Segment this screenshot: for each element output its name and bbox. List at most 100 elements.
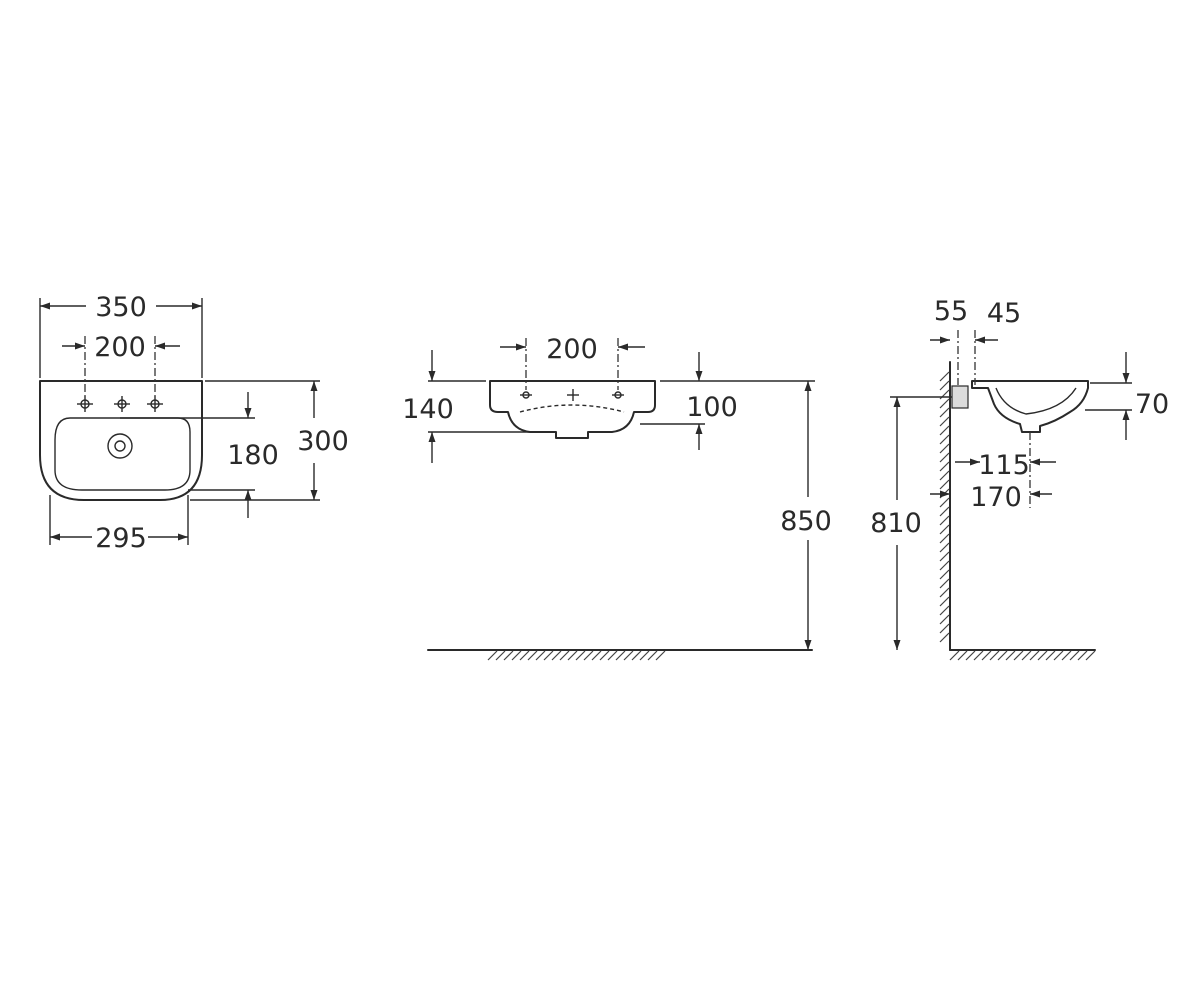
hatch-mark [1053,650,1064,661]
dim-350: 350 [95,292,147,323]
dim-100: 100 [686,392,738,423]
profile-view: 55 45 70 115 170 810 [870,296,1169,661]
tap-hole-icon [567,389,579,401]
side-basin-outline [489,380,656,439]
hatch-mark [939,461,950,472]
side-view: 200 140 100 850 [402,334,832,661]
wall-bracket [951,385,969,409]
hatch-mark [647,650,658,661]
dim-70: 70 [1135,389,1169,420]
hatch-mark [973,650,984,661]
hatch-mark [567,650,578,661]
hatch-mark [1029,650,1040,661]
hatch-mark [939,542,950,553]
dim-200-side: 200 [546,334,598,365]
hatch-mark [939,371,950,382]
hatch-mark [939,632,950,643]
dim-850: 850 [780,506,832,537]
tap-hole-icon [147,396,163,412]
hatch-mark [997,650,1008,661]
hatch-mark [535,650,546,661]
dim-295: 295 [95,523,147,554]
hatch-mark [939,380,950,391]
dim-180: 180 [227,440,279,471]
hatch-mark [543,650,554,661]
hatch-mark [939,479,950,490]
tap-hole-icon [520,391,532,399]
hatch-mark [939,470,950,481]
dim-55: 55 [934,296,968,327]
hatch-mark [939,596,950,607]
hatch-mark [519,650,530,661]
hatch-mark [939,452,950,463]
hatch-mark [939,569,950,580]
hatch-mark [511,650,522,661]
hatch-mark [1005,650,1016,661]
hatch-mark [965,650,976,661]
hatch-mark [939,515,950,526]
hatch-mark [939,497,950,508]
hatch-mark [1037,650,1048,661]
hatch-mark [939,434,950,445]
hatch-mark [559,650,570,661]
hatch-mark [551,650,562,661]
dim-200-front: 200 [94,332,146,363]
hatch-mark [527,650,538,661]
floor-hatch [487,650,666,661]
hatch-mark [1045,650,1056,661]
hatch-mark [639,650,650,661]
wall-hatch [939,371,950,643]
hatch-mark [583,650,594,661]
hatch-mark [939,578,950,589]
dim-170: 170 [970,482,1022,513]
hatch-mark [939,443,950,454]
profile-basin [971,380,1089,433]
hatch-mark [615,650,626,661]
floor-hatch [949,650,1096,661]
hatch-mark [939,407,950,418]
basin-outline [39,380,203,501]
hatch-mark [939,560,950,571]
dim-45: 45 [987,298,1021,329]
dim-115: 115 [978,450,1030,481]
tap-hole-icon [612,391,624,399]
hatch-mark [1077,650,1088,661]
hatch-mark [939,605,950,616]
hatch-mark [939,524,950,535]
hatch-mark [939,416,950,427]
hatch-mark [939,551,950,562]
dim-300: 300 [297,426,349,457]
hatch-mark [1061,650,1072,661]
hatch-mark [607,650,618,661]
dim-140: 140 [402,394,454,425]
hatch-mark [655,650,666,661]
hatch-mark [939,614,950,625]
hatch-mark [591,650,602,661]
hatch-mark [575,650,586,661]
hatch-mark [599,650,610,661]
hatch-mark [1069,650,1080,661]
front-view: 350 200 180 300 295 [39,292,349,554]
hatch-mark [503,650,514,661]
hatch-mark [949,650,960,661]
hatch-mark [1013,650,1024,661]
hatch-mark [939,587,950,598]
hatch-mark [989,650,1000,661]
hatch-mark [957,650,968,661]
dim-810: 810 [870,508,922,539]
hatch-mark [939,623,950,634]
hatch-mark [487,650,498,661]
hatch-mark [631,650,642,661]
hatch-mark [1021,650,1032,661]
hatch-mark [623,650,634,661]
hatch-mark [981,650,992,661]
hatch-mark [939,398,950,409]
hatch-mark [939,533,950,544]
hatch-mark [495,650,506,661]
drain [107,433,133,459]
tap-hole-icon [77,396,93,412]
tap-hole-icon [114,396,130,412]
inner-bowl [54,417,191,491]
hatch-mark [939,506,950,517]
